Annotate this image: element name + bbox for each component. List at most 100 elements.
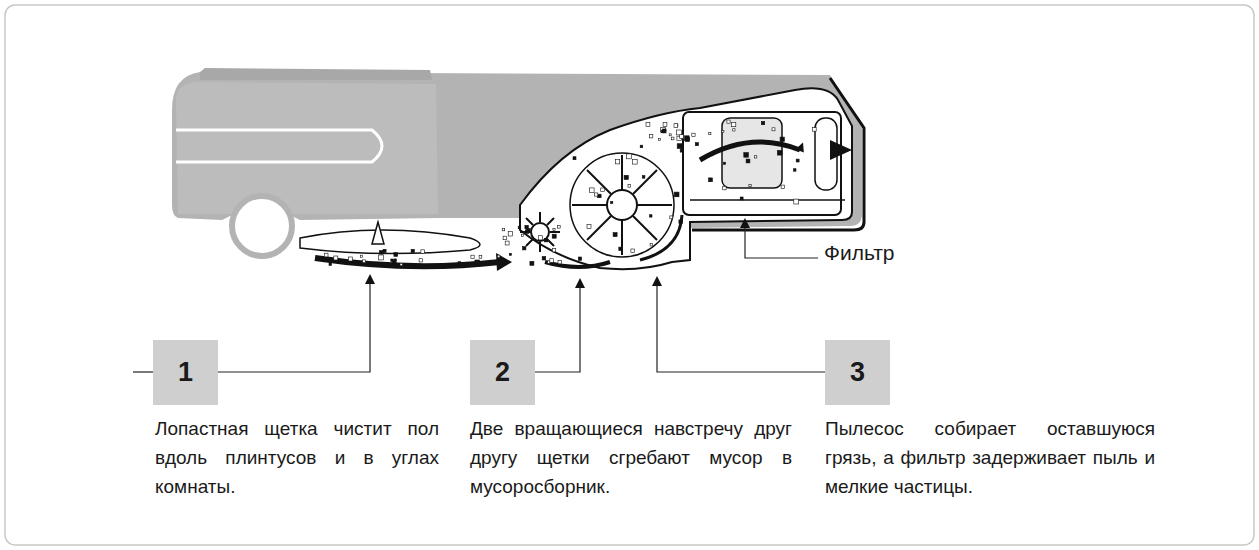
dirt-particle — [502, 228, 505, 231]
dirt-particle — [740, 197, 743, 200]
dirt-particle — [479, 256, 482, 259]
dirt-particle — [624, 175, 628, 179]
dirt-particle — [613, 233, 617, 237]
description: Лопастная щетка чистит пол вдоль плинтус… — [155, 414, 439, 501]
leader-arrow — [575, 278, 585, 288]
dirt-particle — [744, 153, 749, 158]
dirt-particle — [334, 256, 338, 260]
panel-outline — [176, 130, 382, 162]
dirt-particle — [497, 255, 500, 258]
leader-arrow — [365, 274, 375, 284]
dirt-particle — [391, 259, 394, 262]
flow-arrow — [640, 215, 682, 260]
small-brush — [520, 212, 560, 252]
dirt-particle — [723, 186, 726, 189]
dirt-particles — [324, 120, 816, 266]
dirt-particle — [595, 193, 598, 196]
dirt-particle — [587, 225, 591, 229]
dirt-particle — [525, 225, 528, 228]
dirt-particle — [680, 135, 684, 139]
frame — [5, 5, 1254, 545]
description: Две вращающиеся навстречу друг другу щет… — [470, 414, 792, 501]
dirt-particle — [530, 261, 534, 265]
dirt-particle — [505, 241, 509, 245]
dirt-particle — [692, 133, 695, 136]
dirt-particle — [598, 194, 602, 198]
dirt-particle — [380, 251, 384, 255]
top-rim — [200, 68, 432, 80]
main-brush — [570, 153, 674, 257]
dirt-particle — [324, 253, 328, 257]
dirt-particle — [552, 234, 556, 238]
dirt-particle — [631, 249, 634, 252]
description: Пылесос собирает оставшуюся грязь, а фил… — [825, 414, 1155, 501]
exhaust-arrow — [830, 140, 852, 160]
dirt-particle — [661, 127, 666, 132]
dirt-particle — [727, 120, 730, 123]
dirt-particle — [674, 192, 679, 197]
dirt-particle — [662, 129, 666, 133]
dirt-particle — [646, 123, 650, 127]
dirt-particle — [360, 255, 362, 257]
dirt-particle — [659, 139, 661, 141]
part-label: Фильтр — [822, 241, 897, 265]
dirt-particle — [746, 159, 750, 163]
dirt-particle — [709, 178, 713, 182]
dirt-particle — [538, 236, 542, 240]
dirt-particle — [628, 185, 631, 188]
callout-box: 3 — [825, 340, 890, 405]
flow-arrowhead — [496, 253, 512, 271]
dirt-particle — [503, 236, 507, 240]
dirt-particle — [550, 259, 554, 263]
dirt-particle — [601, 188, 605, 192]
dirt-particle — [611, 201, 613, 203]
dirt-particle — [619, 247, 623, 251]
callout-box: 2 — [470, 340, 535, 405]
dirt-particle — [544, 239, 547, 242]
dirt-particle — [394, 253, 398, 257]
flow-arrow — [315, 258, 500, 266]
filter-cylinder — [722, 118, 782, 188]
dirt-particle — [650, 244, 652, 246]
wheel — [232, 196, 292, 256]
dirt-particle — [348, 257, 352, 261]
bin-floor — [690, 199, 845, 201]
dirt-particle — [421, 250, 425, 254]
dirt-particle — [578, 257, 581, 260]
dirt-particle — [732, 123, 736, 127]
dirt-particle — [794, 199, 799, 204]
dirt-particle — [772, 128, 775, 131]
dirt-particle — [695, 143, 698, 146]
dirt-particle — [722, 130, 724, 132]
dirt-particle — [733, 129, 735, 131]
dirt-particle — [709, 133, 711, 135]
dirt-particle — [761, 121, 764, 124]
dirt-particle — [777, 150, 782, 155]
dirt-particle — [590, 188, 595, 193]
dirt-particle — [670, 216, 673, 219]
dirt-particle — [329, 263, 332, 266]
dirt-particle — [671, 137, 674, 140]
dirt-particle — [411, 249, 414, 252]
dirt-particle — [650, 215, 652, 217]
dirt-particle — [663, 123, 667, 127]
leader-arrow — [652, 276, 662, 286]
dirt-particle — [558, 260, 561, 263]
dirt-particle — [615, 160, 619, 164]
dirt-particle — [458, 262, 461, 265]
dirt-particle — [640, 145, 643, 148]
dirt-particle — [523, 247, 526, 250]
dirt-particle — [383, 249, 386, 252]
dirt-particle — [557, 225, 560, 228]
air-arrow — [700, 142, 800, 160]
dirt-particle — [649, 135, 652, 138]
cutaway — [520, 88, 852, 269]
dirt-particle — [553, 228, 555, 230]
dirt-particle — [633, 159, 638, 164]
dirt-particle — [679, 220, 683, 224]
leader-arrow — [740, 218, 750, 228]
dirt-particle — [680, 149, 683, 152]
dirt-particle — [573, 157, 576, 160]
dirt-particle — [813, 128, 817, 132]
dirt-particle — [677, 144, 682, 149]
